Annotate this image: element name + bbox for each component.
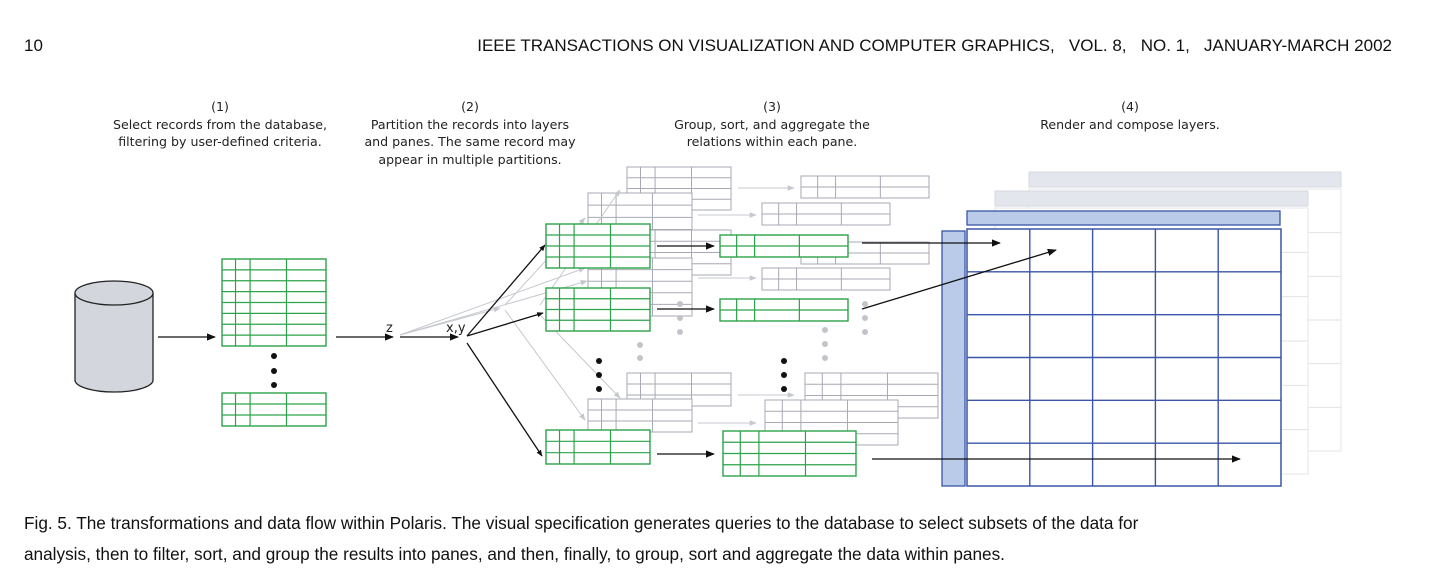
ellipsis-dot (677, 315, 683, 321)
more-aggregates-ellipsis (781, 358, 787, 392)
ghost-ellipsis (862, 301, 868, 335)
ghost-ellipsis (822, 327, 828, 361)
step-3-text-line: Group, sort, and aggregate the (674, 116, 870, 132)
more-tables-ellipsis (271, 353, 277, 388)
step-2-number: (2) (461, 99, 479, 114)
pane-partition-table (545, 287, 651, 332)
ellipsis-dot (271, 353, 277, 359)
step-4-number: (4) (1121, 99, 1139, 114)
ellipsis-dot (862, 329, 868, 335)
render-arrow (861, 248, 1057, 310)
ellipsis-dot (677, 301, 683, 307)
page-number: 10 (24, 36, 43, 55)
ellipsis-dot (271, 368, 277, 374)
pane-partition-table (545, 429, 651, 465)
table-frame (587, 398, 693, 433)
foreground-group (158, 210, 1282, 487)
step-2-label: (2) Partition the records into layers an… (350, 98, 590, 168)
row-shelf (941, 230, 966, 487)
pane-partition-table (545, 223, 651, 269)
aggregate-table (719, 298, 849, 322)
ellipsis-dot (862, 315, 868, 321)
ellipsis-dot (862, 301, 868, 307)
ellipsis-dot (822, 327, 828, 333)
ghost-ellipsis (677, 301, 683, 335)
step-2-text-line: appear in multiple partitions. (378, 151, 562, 167)
ellipsis-dot (271, 382, 277, 388)
more-partitions-ellipsis (596, 358, 602, 392)
aggregate-table (722, 430, 857, 477)
ghost-shelf (1028, 171, 1342, 188)
layer-partition-label: z (386, 321, 393, 336)
aggregate-table (719, 234, 849, 258)
pane-partition-label: x,y (446, 321, 466, 336)
step-1-text-line: Select records from the database, (112, 116, 328, 132)
step-3-number: (3) (763, 99, 781, 114)
running-head: IEEE TRANSACTIONS ON VISUALIZATION AND C… (477, 36, 1392, 55)
database-body (74, 293, 154, 393)
ellipsis-dot (637, 342, 643, 348)
render-layer-front (941, 210, 1282, 487)
ellipsis-dot (822, 355, 828, 361)
ellipsis-dot (596, 386, 602, 392)
ghost-ellipsis (637, 342, 643, 361)
ellipsis-dot (596, 358, 602, 364)
ellipsis-dot (781, 386, 787, 392)
ellipsis-dot (637, 355, 643, 361)
pane-partition-arrow (466, 244, 546, 337)
table-frame (545, 429, 651, 465)
database-icon (74, 280, 154, 393)
selected-records-table (221, 392, 327, 427)
column-shelf (966, 210, 1281, 226)
step-3-text-line: relations within each pane. (686, 134, 858, 149)
step-3-label: (3) Group, sort, and aggregate the relat… (652, 98, 892, 151)
pane-partition-arrow (466, 312, 544, 337)
step-1-text-line: filtering by user-defined criteria. (118, 134, 322, 149)
ellipsis-dot (596, 372, 602, 378)
caption-line: Fig. 5. The transformations and data flo… (24, 513, 1139, 533)
ellipsis-dot (822, 341, 828, 347)
ghost-partition-arrow (399, 267, 586, 336)
ellipsis-dot (677, 329, 683, 335)
pane-partition-arrow (466, 342, 543, 457)
table-frame (221, 392, 327, 427)
database-top (74, 280, 154, 306)
ghost-shelf (994, 190, 1309, 207)
ghost-partition-arrow (504, 309, 586, 421)
step-2-text-line: and panes. The same record may (364, 134, 576, 149)
background-aggregate-table (800, 175, 930, 199)
step-1-label: (1) Select records from the database, fi… (100, 98, 340, 151)
figure-caption: Fig. 5. The transformations and data flo… (24, 508, 1424, 570)
step-4-text-line: Render and compose layers. (1040, 116, 1220, 132)
background-aggregate-table (761, 267, 891, 291)
background-aggregate-table (761, 202, 891, 226)
caption-line: analysis, then to filter, sort, and grou… (24, 544, 1005, 564)
ghost-partition-arrow (399, 306, 501, 336)
step-4-label: (4) Render and compose layers. (1010, 98, 1250, 133)
ellipsis-dot (781, 358, 787, 364)
step-2-text-line: Partition the records into layers (370, 116, 570, 132)
background-partition-table (587, 398, 693, 433)
step-1-number: (1) (211, 99, 229, 114)
selected-records-table (221, 258, 327, 347)
ellipsis-dot (781, 372, 787, 378)
